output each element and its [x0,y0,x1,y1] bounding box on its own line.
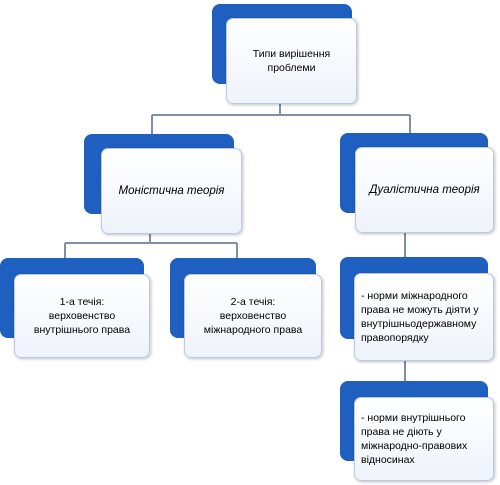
dualistic-theory-node: Дуалістична теорія [340,133,494,233]
monistic-theory-node: Моністична теорія [84,134,242,234]
root-node: Типи вирішення проблеми [212,4,357,104]
root-label: Типи вирішення проблеми [252,48,331,74]
first-current-node: 1-а течія: верховенство внутрішнього пра… [0,258,150,358]
second-current-label: 2-а течія: верховенство міжнародного пра… [203,296,303,336]
dualistic-point-2-node: - норми внутрішнього права не діють у мі… [340,381,494,481]
monistic-theory-label: Моністична теорія [118,185,225,197]
dualistic-point-1-label: - норми міжнародного права не можуть дія… [361,290,479,344]
first-current-label: 1-а течія: верховенство внутрішнього пра… [33,296,131,336]
dualistic-point-1-node: - норми міжнародного права не можуть дія… [340,257,494,361]
dualistic-theory-label: Дуалістична теорія [369,184,480,196]
dualistic-point-2-label: - норми внутрішнього права не діють у мі… [361,412,468,466]
second-current-node: 2-а течія: верховенство міжнародного пра… [170,258,322,358]
